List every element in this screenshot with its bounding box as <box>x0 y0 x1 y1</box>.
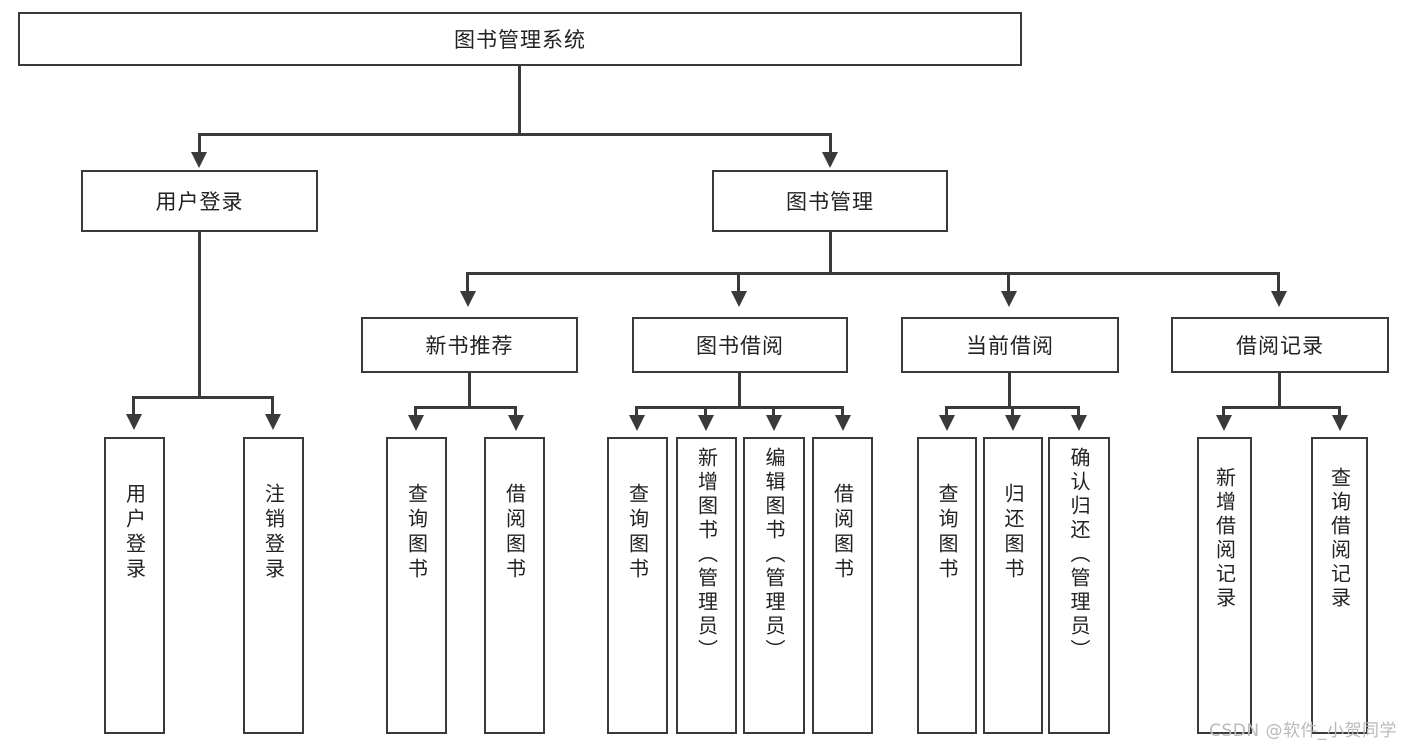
arrowhead-leaf-add-borrow-record <box>1216 415 1232 431</box>
arrowhead-leaf-confirm-return <box>1071 415 1087 431</box>
connector-br-stem <box>1278 373 1281 408</box>
arrowhead-new-book-recommend <box>460 291 476 307</box>
node-leaf-borrow-book-1-label: 借阅图书 <box>502 483 527 583</box>
node-leaf-return-book-label: 归还图书 <box>1001 483 1025 583</box>
node-leaf-confirm-return[interactable]: 确认归还（管理员） <box>1048 437 1110 734</box>
node-leaf-logout-label: 注销登录 <box>261 483 286 583</box>
arrowhead-leaf-query-borrow-record <box>1332 415 1348 431</box>
connector-bm-drop-4 <box>1277 272 1280 294</box>
connector-nbr-drop-1 <box>414 406 417 418</box>
connector-book-management-stem <box>829 232 832 274</box>
node-leaf-add-borrow-record-label: 新增借阅记录 <box>1212 467 1237 611</box>
connector-cb-drop-1 <box>945 406 948 418</box>
node-leaf-add-book[interactable]: 新增图书（管理员） <box>676 437 737 734</box>
node-leaf-add-book-label: 新增图书（管理员） <box>694 447 719 663</box>
node-leaf-logout[interactable]: 注销登录 <box>243 437 304 734</box>
connector-bb-stem <box>738 373 741 408</box>
connector-root-to-book-management <box>829 133 832 155</box>
node-leaf-borrow-book-2-label: 借阅图书 <box>830 483 855 583</box>
arrowhead-current-borrow <box>1001 291 1017 307</box>
node-new-book-recommend-label: 新书推荐 <box>425 334 514 358</box>
connector-bm-drop-3 <box>1007 272 1010 294</box>
node-leaf-return-book[interactable]: 归还图书 <box>983 437 1043 734</box>
connector-nbr-drop-2 <box>514 406 517 418</box>
connector-cb-stem <box>1008 373 1011 408</box>
node-current-borrow[interactable]: 当前借阅 <box>901 317 1119 373</box>
connector-user-login-drop-1 <box>132 396 135 416</box>
node-leaf-query-borrow-record-label: 查询借阅记录 <box>1327 467 1352 611</box>
node-user-login-label: 用户登录 <box>155 190 244 214</box>
node-leaf-borrow-book-1[interactable]: 借阅图书 <box>484 437 545 734</box>
arrowhead-leaf-query-book-2 <box>629 415 645 431</box>
node-leaf-add-borrow-record[interactable]: 新增借阅记录 <box>1197 437 1252 734</box>
node-borrow-record-label: 借阅记录 <box>1236 334 1324 358</box>
connector-nbr-stem <box>468 373 471 408</box>
node-borrow-record[interactable]: 借阅记录 <box>1171 317 1389 373</box>
node-leaf-query-book-1[interactable]: 查询图书 <box>386 437 447 734</box>
node-book-management-label: 图书管理 <box>786 190 874 214</box>
node-book-borrow[interactable]: 图书借阅 <box>632 317 848 373</box>
connector-root-to-user-login <box>198 133 201 155</box>
arrowhead-leaf-logout <box>265 414 281 430</box>
arrowhead-borrow-record <box>1271 291 1287 307</box>
node-leaf-edit-book[interactable]: 编辑图书（管理员） <box>743 437 805 734</box>
connector-nbr-bus <box>414 406 517 409</box>
connector-root-stem <box>518 66 521 134</box>
connector-bb-drop-3 <box>772 406 775 418</box>
node-new-book-recommend[interactable]: 新书推荐 <box>361 317 578 373</box>
node-root[interactable]: 图书管理系统 <box>18 12 1022 66</box>
node-leaf-borrow-book-2[interactable]: 借阅图书 <box>812 437 873 734</box>
node-leaf-edit-book-label: 编辑图书（管理员） <box>762 447 786 663</box>
arrowhead-leaf-borrow-book-1 <box>508 415 524 431</box>
arrowhead-leaf-query-book-3 <box>939 415 955 431</box>
connector-bb-bus <box>635 406 843 409</box>
node-root-label: 图书管理系统 <box>454 28 586 52</box>
connector-user-login-bus <box>132 396 273 399</box>
arrowhead-leaf-add-book <box>698 415 714 431</box>
node-leaf-confirm-return-label: 确认归还（管理员） <box>1067 447 1091 663</box>
connector-cb-drop-3 <box>1077 406 1080 418</box>
arrowhead-leaf-borrow-book-2 <box>835 415 851 431</box>
arrowhead-leaf-return-book <box>1005 415 1021 431</box>
node-leaf-user-login[interactable]: 用户登录 <box>104 437 165 734</box>
node-book-management[interactable]: 图书管理 <box>712 170 948 232</box>
connector-cb-drop-2 <box>1011 406 1014 418</box>
connector-br-drop-1 <box>1222 406 1225 418</box>
arrowhead-book-management <box>822 152 838 168</box>
node-leaf-query-book-2-label: 查询图书 <box>625 483 650 583</box>
connector-br-bus <box>1222 406 1341 409</box>
arrowhead-book-borrow <box>731 291 747 307</box>
node-current-borrow-label: 当前借阅 <box>966 334 1054 358</box>
node-leaf-query-book-3[interactable]: 查询图书 <box>917 437 977 734</box>
arrowhead-leaf-user-login <box>126 414 142 430</box>
connector-bm-drop-1 <box>466 272 469 294</box>
connector-root-bus <box>198 133 832 136</box>
connector-book-management-bus <box>466 272 1280 275</box>
node-leaf-query-borrow-record[interactable]: 查询借阅记录 <box>1311 437 1368 734</box>
arrowhead-leaf-query-book-1 <box>408 415 424 431</box>
node-leaf-query-book-1-label: 查询图书 <box>404 483 429 583</box>
connector-bb-drop-2 <box>704 406 707 418</box>
arrowhead-user-login <box>191 152 207 168</box>
connector-br-drop-2 <box>1338 406 1341 418</box>
connector-bb-drop-4 <box>841 406 844 418</box>
node-leaf-user-login-label: 用户登录 <box>122 483 147 583</box>
connector-user-login-stem <box>198 232 201 398</box>
connector-user-login-drop-2 <box>271 396 274 416</box>
arrowhead-leaf-edit-book <box>766 415 782 431</box>
node-leaf-query-book-3-label: 查询图书 <box>935 483 959 583</box>
node-book-borrow-label: 图书借阅 <box>696 334 784 358</box>
node-leaf-query-book-2[interactable]: 查询图书 <box>607 437 668 734</box>
node-user-login[interactable]: 用户登录 <box>81 170 318 232</box>
connector-bm-drop-2 <box>737 272 740 294</box>
connector-bb-drop-1 <box>635 406 638 418</box>
